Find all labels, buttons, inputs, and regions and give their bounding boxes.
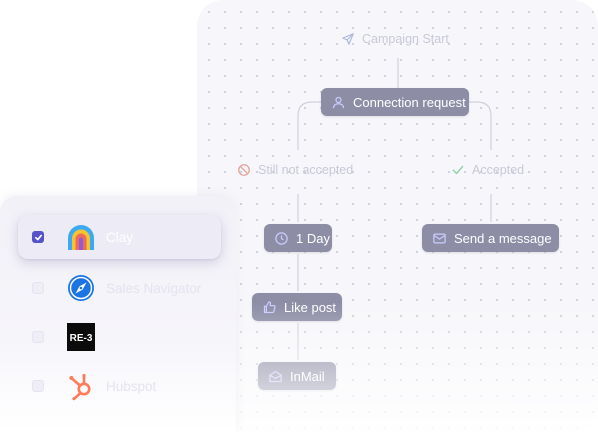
integrations-panel: Clay Sales Navigator RE-3: [0, 196, 236, 432]
check-icon: [452, 165, 464, 175]
re3-logo-icon: RE-3: [66, 322, 96, 352]
user-icon: [332, 96, 345, 108]
integration-row-re3[interactable]: RE-3: [18, 315, 221, 359]
re3-checkbox[interactable]: [32, 331, 44, 343]
clay-checkbox[interactable]: [32, 231, 44, 243]
clock-icon: [275, 231, 288, 245]
sales-navigator-checkbox[interactable]: [32, 282, 44, 294]
integration-name: Sales Navigator: [106, 280, 202, 296]
like-post-node[interactable]: Like post: [252, 293, 342, 321]
hubspot-logo-icon: [66, 371, 96, 401]
branch-not-accepted-label: Still not accepted: [258, 163, 354, 177]
checkmark-icon: [34, 234, 42, 240]
connection-request-node[interactable]: Connection request: [321, 88, 469, 116]
mail-open-icon: [269, 370, 282, 382]
branch-accepted: Accepted: [451, 163, 524, 177]
integration-row-clay[interactable]: Clay: [18, 215, 221, 259]
branch-not-accepted: Still not accepted: [237, 163, 353, 177]
send-message-label: Send a message: [454, 230, 552, 246]
send-icon: [342, 33, 354, 45]
clay-logo-icon: [66, 222, 96, 252]
send-message-node[interactable]: Send a message: [422, 224, 559, 252]
hubspot-checkbox[interactable]: [32, 380, 44, 392]
integration-name: Hubspot: [106, 378, 157, 394]
delay-label: 1 Day: [296, 230, 330, 246]
branch-accepted-label: Accepted: [472, 163, 525, 177]
campaign-start-text: Campaign Start: [362, 32, 449, 46]
connection-request-label: Connection request: [353, 94, 466, 110]
delay-1-day-node[interactable]: 1 Day: [264, 224, 332, 252]
integration-name: Clay: [106, 229, 134, 245]
ban-icon: [238, 164, 250, 176]
campaign-start-label: Campaign Start: [341, 32, 449, 46]
like-post-label: Like post: [284, 299, 337, 315]
integration-row-sales-navigator[interactable]: Sales Navigator: [18, 266, 221, 310]
compass-logo-icon: [66, 273, 96, 303]
svg-text:RE-3: RE-3: [70, 333, 93, 344]
inmail-label: InMail: [290, 368, 325, 384]
mail-icon: [433, 233, 446, 243]
thumbs-up-icon: [263, 300, 276, 313]
inmail-node[interactable]: InMail: [258, 362, 336, 390]
integration-row-hubspot[interactable]: Hubspot: [18, 364, 221, 408]
